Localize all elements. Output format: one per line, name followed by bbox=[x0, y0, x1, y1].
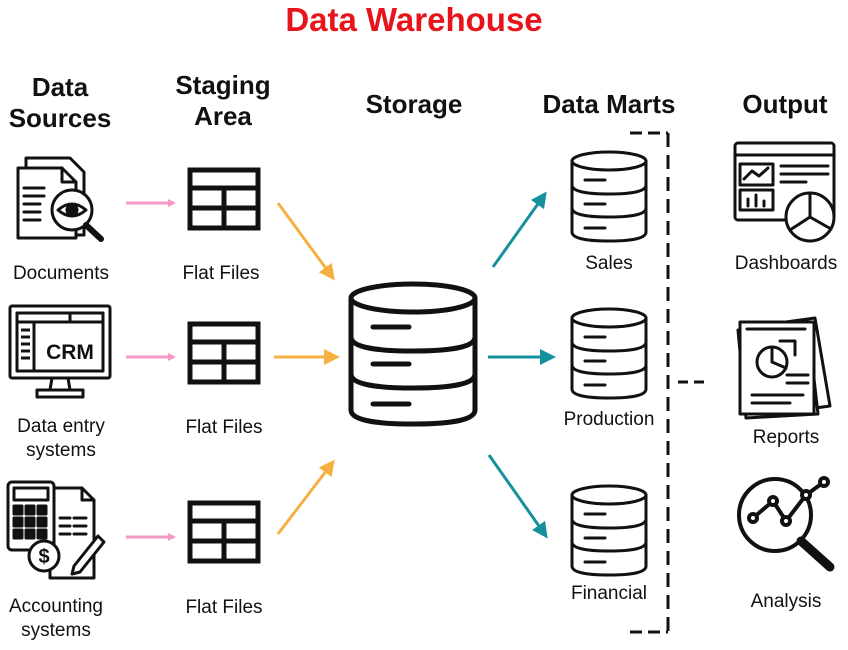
label-line: Data entry bbox=[17, 416, 105, 437]
column-header-staging-area: Staging Area bbox=[160, 70, 286, 132]
column-header-data-sources: Data Sources bbox=[0, 72, 120, 134]
crm-monitor-icon bbox=[8, 304, 112, 399]
output-label: Reports bbox=[752, 427, 820, 448]
column-header-output: Output bbox=[742, 89, 828, 119]
table-icon bbox=[187, 321, 261, 385]
mart-label: Financial bbox=[570, 583, 648, 604]
storage-to-mart-arrow bbox=[491, 191, 547, 268]
storage-to-mart-arrow bbox=[487, 454, 548, 539]
label-line: Accounting bbox=[8, 596, 103, 617]
analysis-magnifier-icon bbox=[737, 476, 835, 572]
label-line: systems bbox=[21, 620, 91, 641]
mart-label: Production bbox=[563, 409, 655, 430]
staging-label: Flat Files bbox=[185, 417, 263, 438]
output-label: Dashboards bbox=[734, 253, 838, 274]
staging-label: Flat Files bbox=[185, 597, 263, 618]
document-search-icon bbox=[16, 156, 104, 242]
header-line: Staging bbox=[175, 70, 271, 100]
mart-label: Sales bbox=[585, 253, 633, 274]
source-label: Accounting systems bbox=[0, 595, 112, 643]
header-line: Sources bbox=[8, 103, 112, 133]
database-icon bbox=[348, 281, 478, 427]
header-line: Area bbox=[194, 101, 252, 131]
table-icon bbox=[187, 500, 261, 564]
dollar-icon-text: $ bbox=[38, 546, 49, 568]
calculator-invoice-icon bbox=[6, 480, 106, 580]
crm-icon-text: CRM bbox=[46, 341, 94, 364]
staging-to-storage-arrow bbox=[276, 459, 335, 535]
dashboard-icon bbox=[733, 141, 836, 243]
table-icon bbox=[187, 167, 261, 231]
column-header-data-marts: Data Marts bbox=[542, 89, 676, 119]
data-marts-bracket bbox=[630, 131, 704, 634]
report-icon bbox=[736, 316, 832, 420]
database-icon bbox=[570, 484, 648, 577]
database-icon bbox=[570, 150, 648, 243]
staging-to-storage-arrow bbox=[276, 202, 335, 281]
diagram-title: Data Warehouse bbox=[285, 1, 543, 38]
database-icon bbox=[570, 307, 648, 400]
output-label: Analysis bbox=[750, 591, 822, 612]
staging-label: Flat Files bbox=[182, 263, 260, 284]
source-label: Data entry systems bbox=[0, 415, 122, 463]
source-label: Documents bbox=[12, 263, 110, 284]
label-line: systems bbox=[26, 440, 96, 461]
column-header-storage: Storage bbox=[365, 89, 463, 119]
header-line: Data bbox=[31, 72, 89, 102]
